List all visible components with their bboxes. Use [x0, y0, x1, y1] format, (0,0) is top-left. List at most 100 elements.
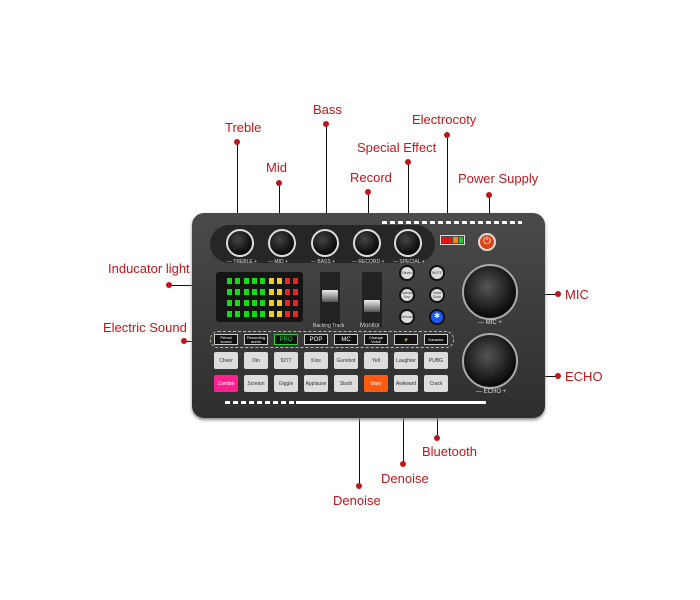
treble-label: — TREBLE +	[227, 259, 258, 265]
indicator-led	[268, 289, 274, 295]
mode-button[interactable]: PRO	[274, 334, 298, 345]
indicator-led	[276, 289, 282, 295]
indicator-led	[235, 311, 241, 317]
sound-pad[interactable]: Cheer	[214, 352, 238, 369]
power-button[interactable]: ⏻	[478, 233, 496, 251]
indicator-led	[227, 311, 232, 317]
mic-knob[interactable]	[462, 264, 518, 320]
indicator-led	[243, 278, 249, 284]
indicator-led	[235, 278, 241, 284]
mic-label: — MIC +	[478, 320, 502, 326]
indicator-led	[276, 311, 282, 317]
indicator-led	[260, 278, 266, 284]
sound-pad[interactable]: Din	[244, 352, 268, 369]
indicator-led	[243, 300, 249, 306]
monitor-label: Monitor	[360, 323, 381, 329]
callout-electric-sound: Electric Sound	[103, 320, 187, 335]
sound-pad[interactable]: Kiss	[304, 352, 328, 369]
indicator-led	[260, 311, 266, 317]
sound-pad[interactable]: 9277	[274, 352, 298, 369]
indicator-led	[227, 278, 232, 284]
voice-dock-button[interactable]: Voice Dock	[429, 287, 445, 303]
special-key-button[interactable]: Special Key	[399, 287, 415, 303]
mode-button[interactable]: MC	[334, 334, 358, 345]
callout-electrocoty: Electrocoty	[412, 112, 477, 127]
callout-bluetooth: Bluetooth	[422, 444, 477, 459]
sound-pad[interactable]: Giggle	[274, 375, 298, 392]
indicator-led	[251, 300, 257, 306]
sound-pad[interactable]: Crack	[424, 375, 448, 392]
indicator-led	[268, 311, 274, 317]
indicator-led	[251, 311, 257, 317]
sound-pad[interactable]: Applause	[304, 375, 328, 392]
backing-track-label: Backing Track	[313, 323, 345, 329]
indicator-led	[285, 300, 291, 306]
echo-knob[interactable]	[462, 333, 518, 389]
sound-pad[interactable]: Gunshot	[334, 352, 358, 369]
indicator-led	[251, 278, 257, 284]
indicator-led	[293, 278, 299, 284]
bass-knob[interactable]	[311, 229, 339, 257]
indicator-led	[268, 278, 274, 284]
indicator-led	[285, 278, 291, 284]
mid-knob[interactable]	[268, 229, 296, 257]
callout-inducator-light: Inducator light	[108, 261, 190, 276]
special-label: — SPECIAL +	[393, 259, 425, 265]
indicator-led	[293, 311, 299, 317]
callout-power-supply: Power Supply	[458, 171, 539, 186]
record-knob[interactable]	[353, 229, 381, 257]
electro-button[interactable]: Electro	[399, 265, 415, 281]
indicator-led	[243, 289, 249, 295]
indicator-led	[235, 300, 241, 306]
sound-pad[interactable]: Zombie	[214, 375, 238, 392]
denoise-button[interactable]: Denoise	[399, 309, 415, 325]
callout-denoise-2: Denoise	[333, 493, 381, 508]
indicator-led	[235, 289, 241, 295]
mode-button[interactable]: Recording audio	[244, 334, 268, 345]
bluetooth-button[interactable]: ✱	[429, 309, 445, 325]
backing-track-fader[interactable]	[320, 272, 340, 327]
sound-pad[interactable]: Scream	[244, 375, 268, 392]
record-label: — RECORD +	[352, 259, 385, 265]
indicator-light-meter	[216, 272, 303, 322]
indicator-led	[285, 289, 291, 295]
indicator-led	[227, 300, 232, 306]
echo-label: — ECHO +	[476, 389, 507, 395]
callout-record: Record	[350, 170, 392, 185]
sound-pad[interactable]: Mary	[364, 375, 388, 392]
electric-sound-row	[210, 331, 454, 348]
mid-label: — MID +	[268, 259, 288, 265]
sound-pad[interactable]: Slash	[334, 375, 358, 392]
mode-button[interactable]: Change Voice	[364, 334, 388, 345]
callout-echo: ECHO	[565, 369, 603, 384]
sound-pad[interactable]: Awkward	[394, 375, 418, 392]
callout-mid: Mid	[266, 160, 287, 175]
mode-button[interactable]: ⚡	[394, 334, 418, 345]
callout-denoise-1: Denoise	[381, 471, 429, 486]
sound-pad[interactable]: Yell	[364, 352, 388, 369]
indicator-led	[243, 311, 249, 317]
mode-button[interactable]: POP	[304, 334, 328, 345]
indicator-led	[293, 289, 299, 295]
callout-bass: Bass	[313, 102, 342, 117]
sound-pad[interactable]: Laughter	[394, 352, 418, 369]
indicator-led	[227, 289, 232, 295]
indicator-led	[251, 289, 257, 295]
mode-button[interactable]: Primal sound	[214, 334, 238, 345]
sound-pad[interactable]: PUBG	[424, 352, 448, 369]
mute-button[interactable]: MUTE	[429, 265, 445, 281]
indicator-led	[276, 300, 282, 306]
electrocoty-indicator	[440, 235, 465, 245]
treble-knob[interactable]	[226, 229, 254, 257]
callout-treble: Treble	[225, 120, 262, 135]
indicator-led	[276, 278, 282, 284]
special-effect-knob[interactable]	[394, 229, 422, 257]
mode-button[interactable]: Karaoke	[424, 334, 448, 345]
monitor-fader[interactable]	[362, 272, 382, 327]
indicator-led	[268, 300, 274, 306]
callout-mic: MIC	[565, 287, 589, 302]
indicator-led	[260, 289, 266, 295]
indicator-led	[260, 300, 266, 306]
bass-label: — BASS +	[311, 259, 336, 265]
callout-special-effect: Special Effect	[357, 140, 437, 155]
